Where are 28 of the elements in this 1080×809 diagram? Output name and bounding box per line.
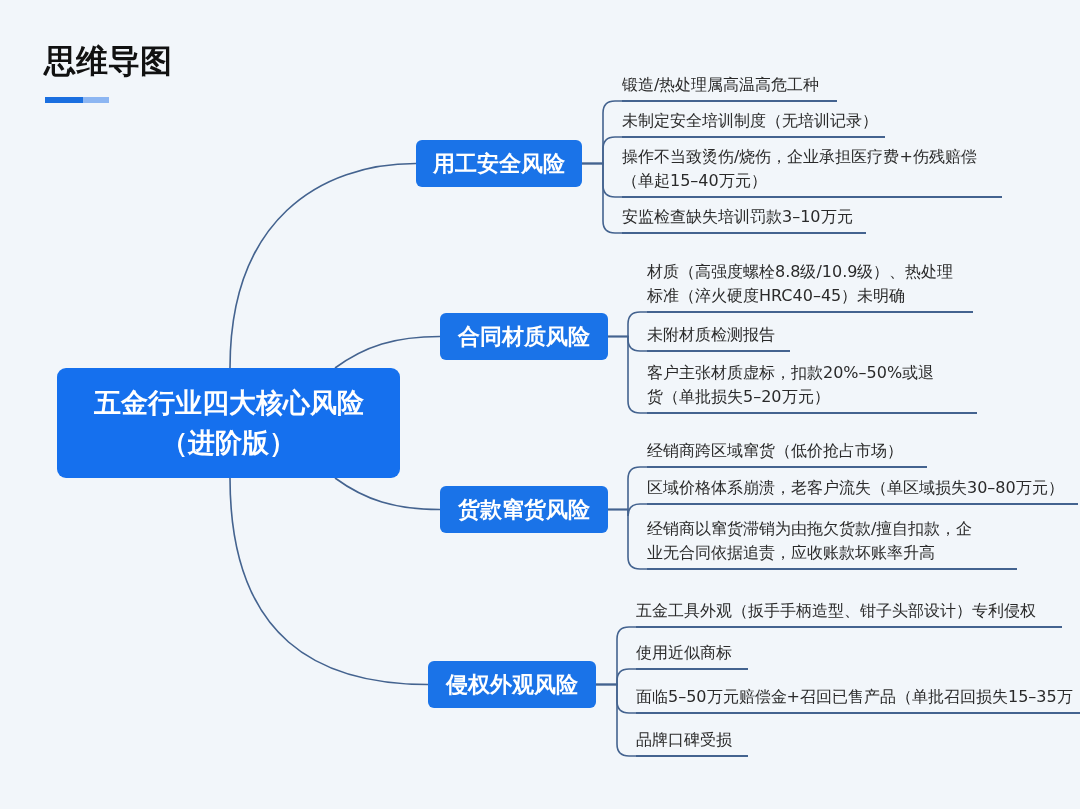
connector-line xyxy=(607,335,648,414)
subtopic-text: 未附材质检测报告 xyxy=(647,320,790,352)
connector-line xyxy=(581,162,623,234)
connector-line xyxy=(334,335,441,369)
topic-box: 货款窜货风险 xyxy=(440,486,608,533)
central-topic-box: 五金行业四大核心风险（进阶版） xyxy=(57,368,400,478)
subtopic-text: 面临5–50万元赔偿金+召回已售产品（单批召回损失15–35万 xyxy=(636,682,1080,714)
connector-line xyxy=(229,162,417,369)
subtopic-text: 五金工具外观（扳手手柄造型、钳子头部设计）专利侵权 xyxy=(636,596,1062,628)
connector-line xyxy=(607,508,648,570)
connector-line xyxy=(595,683,637,757)
connector-line xyxy=(229,477,429,686)
subtopic-text: 操作不当致烫伤/烧伤，企业承担医疗费+伤残赔偿（单起15–40万元） xyxy=(622,141,1002,198)
topic-box: 侵权外观风险 xyxy=(428,661,596,708)
title: 思维导图 xyxy=(44,41,172,82)
subtopic-text: 未制定安全培训制度（无培训记录） xyxy=(622,106,885,138)
subtopic-text: 区域价格体系崩溃，老客户流失（单区域损失30–80万元） xyxy=(647,473,1078,505)
topic-box: 合同材质风险 xyxy=(440,313,608,360)
topic-box: 用工安全风险 xyxy=(416,140,582,187)
subtopic-text: 品牌口碑受损 xyxy=(636,725,748,757)
subtopic-text: 安监检查缺失培训罚款3–10万元 xyxy=(622,202,866,234)
subtopic-text: 使用近似商标 xyxy=(636,638,748,670)
subtopic-text: 锻造/热处理属高温高危工种 xyxy=(622,70,837,102)
subtopic-text: 经销商以窜货滞销为由拖欠货款/擅自扣款，企业无合同依据追责，应收账款坏账率升高 xyxy=(647,511,1017,570)
subtopic-text: 经销商跨区域窜货（低价抢占市场） xyxy=(647,436,927,468)
subtopic-text: 客户主张材质虚标，扣款20%–50%或退货（单批损失5–20万元） xyxy=(647,356,977,414)
subtopic-text: 材质（高强度螺栓8.8级/10.9级）、热处理标准（淬火硬度HRC40–45）未明确 xyxy=(647,256,973,313)
connector-line xyxy=(334,477,441,511)
